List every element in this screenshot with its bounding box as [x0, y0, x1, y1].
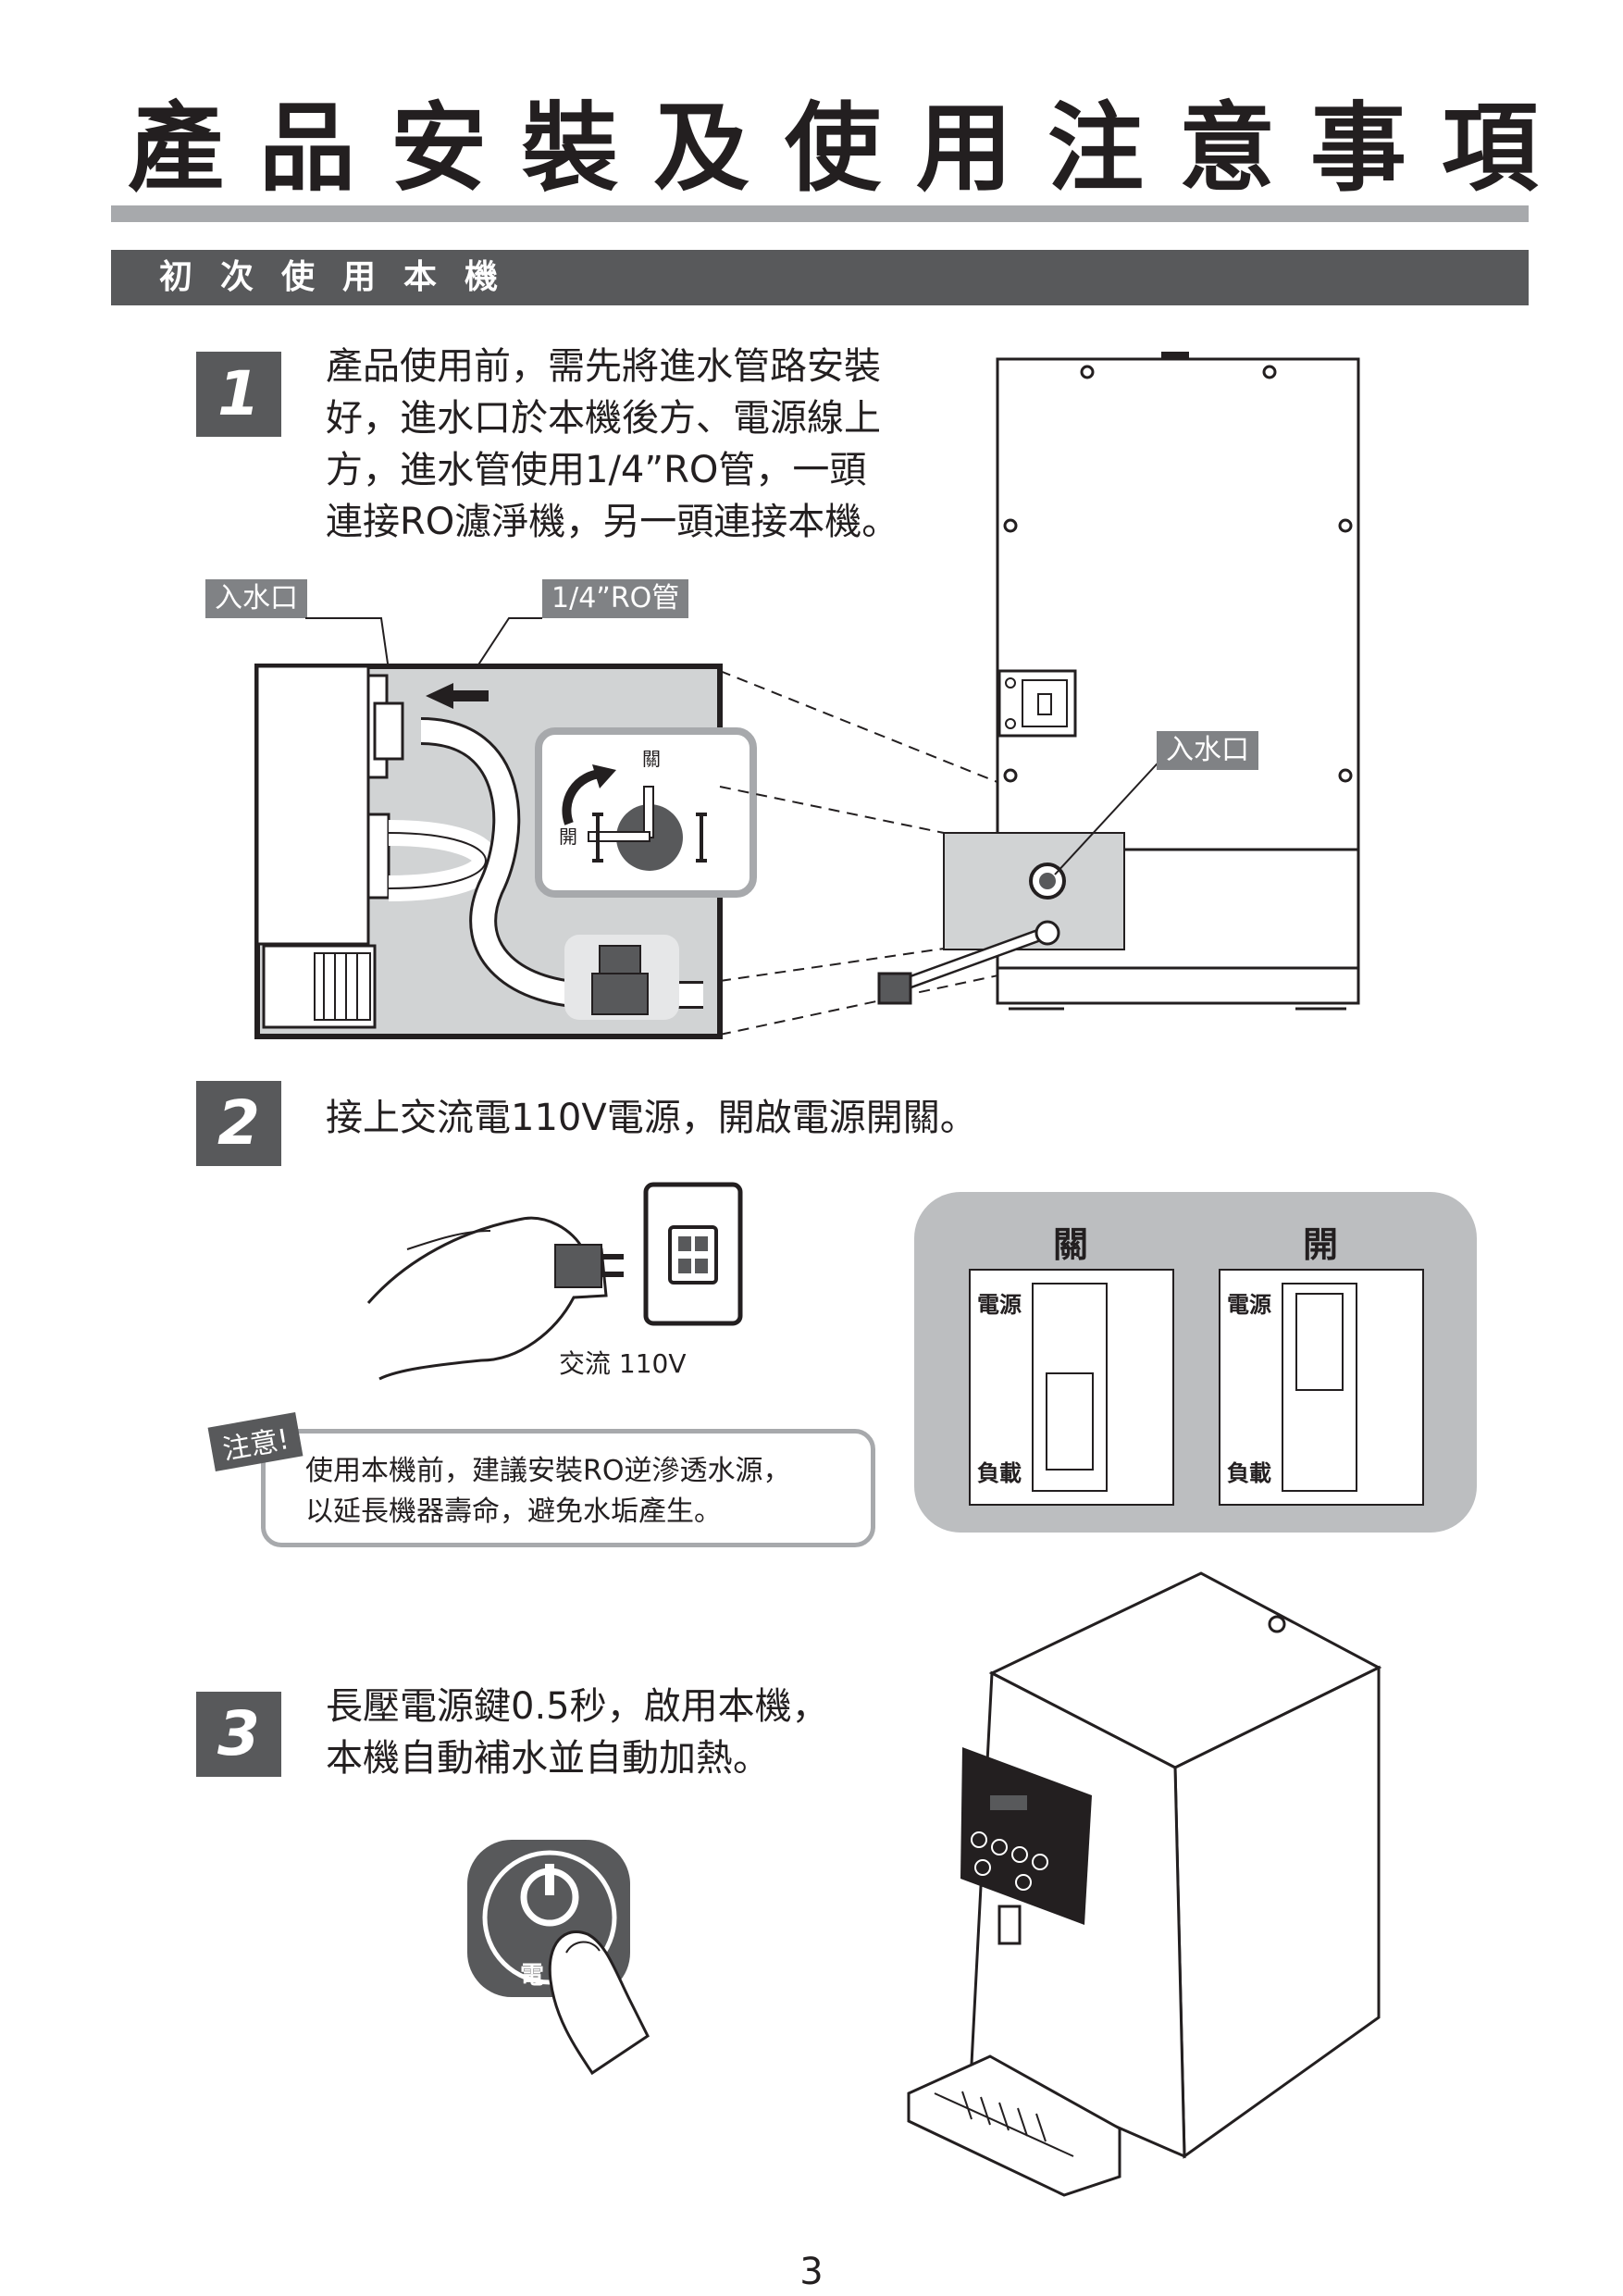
valve-open-label: 開 [559, 825, 577, 848]
step-2-badge: 2 [196, 1081, 281, 1166]
switch-on-label: 開 [1303, 1224, 1339, 1265]
page-title: 產品安裝及使用注意事項 [128, 92, 1574, 205]
pipe-label: 1/4”RO管 [542, 579, 689, 618]
inlet-label: 入水口 [205, 579, 307, 618]
title-rule [111, 205, 1529, 222]
step-3-badge: 3 [196, 1692, 281, 1777]
step-2-illustration [366, 1182, 1477, 1533]
valve-close-label: 關 [642, 748, 661, 770]
inlet-back-label: 入水口 [1157, 731, 1258, 770]
ac-label: 交流 110V [559, 1348, 687, 1379]
step-2-text: 接上交流電110V電源，開啟電源開關。 [326, 1097, 977, 1139]
section-title: 初次使用本機 [159, 258, 527, 296]
switch-off-power-label: 電源 [977, 1292, 1022, 1318]
step-3-text: 長壓電源鍵0.5秒，啟用本機， 本機自動補水並自動加熱。 [326, 1685, 829, 1780]
switch-off-load-label: 負載 [977, 1460, 1022, 1486]
step-3-illustration [467, 1571, 1382, 2197]
step-1-text: 產品使用前，需先將進水管路安裝 好，進水口於本機後方、電源線上 方，進水管使用1… [326, 345, 899, 543]
step-1-badge: 1 [196, 352, 281, 437]
section-bar [111, 250, 1529, 305]
page-number: 3 [799, 2251, 824, 2293]
switch-off-label: 關 [1053, 1224, 1089, 1265]
note-text: 使用本機前，建議安裝RO逆滲透水源， 以延長機器壽命，避免水垢產生。 [305, 1455, 791, 1528]
step-1-illustration [254, 352, 1360, 1039]
power-button-label: 電 [520, 1962, 545, 1990]
switch-on-load-label: 負載 [1227, 1460, 1271, 1486]
switch-on-power-label: 電源 [1227, 1292, 1271, 1318]
note-box [261, 1429, 875, 1547]
